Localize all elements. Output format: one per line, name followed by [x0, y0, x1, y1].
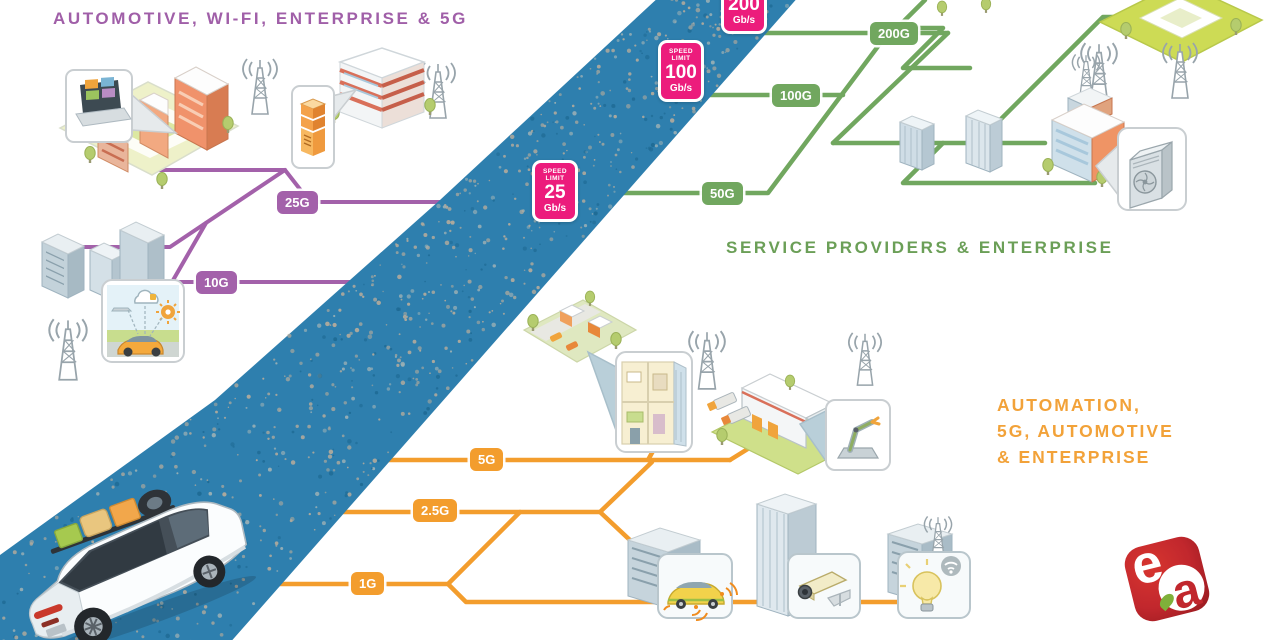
callout-pointer	[588, 352, 618, 436]
sign-value: 100	[661, 63, 701, 83]
section-title-automation: AUTOMATION, 5G, AUTOMOTIVE & ENTERPRISE	[997, 392, 1174, 470]
ea-logo-letter-a: a	[1167, 561, 1206, 621]
branch-label-1g: 1G	[351, 572, 384, 595]
neighborhood-icon	[524, 291, 636, 362]
branch-label-25g: 25G	[277, 191, 318, 214]
sign-word-speed: SPEED	[535, 168, 575, 176]
section-title-service-providers: SERVICE PROVIDERS & ENTERPRISE	[726, 238, 1114, 258]
automation-title-line2: 5G, AUTOMOTIVE	[997, 418, 1174, 444]
server-rack-callout	[292, 86, 334, 168]
speed-limit-sign-200: SPEED LIMIT 200 Gb/s	[721, 0, 767, 34]
branch-label-2-5g: 2.5G	[413, 499, 457, 522]
robot-arm-callout	[826, 400, 890, 470]
branch-label-5g: 5G	[470, 448, 503, 471]
sign-word-speed: SPEED	[661, 48, 701, 56]
section-title-automotive: AUTOMOTIVE, WI-FI, ENTERPRISE & 5G	[53, 9, 468, 29]
speed-limit-sign-25: SPEED LIMIT 25 Gb/s	[532, 160, 578, 222]
sign-value: 25	[535, 183, 575, 203]
smart-bulb-callout	[898, 552, 970, 618]
automation-title-line3: & ENTERPRISE	[997, 444, 1174, 470]
server-rack-icon	[301, 99, 325, 156]
automation-title-line1: AUTOMATION,	[997, 392, 1174, 418]
enterprise-rack-scene	[243, 48, 455, 168]
ea-logo-letter-e: e	[1125, 531, 1169, 598]
sign-unit: Gb/s	[535, 203, 575, 215]
automation-scene	[524, 291, 970, 620]
smart-home-icon	[622, 362, 686, 446]
laptop-callout	[66, 70, 132, 142]
branch-label-50g: 50G	[702, 182, 743, 205]
sign-value: 200	[724, 0, 764, 15]
smart-home-callout	[616, 352, 692, 452]
branch-label-200g: 200G	[870, 22, 918, 45]
service-provider-scene	[900, 0, 1262, 210]
speed-limit-sign-100: SPEED LIMIT 100 Gb/s	[658, 40, 704, 102]
branch-label-100g: 100G	[772, 84, 820, 107]
connected-car-callout	[102, 280, 184, 362]
sensor-car-callout	[658, 554, 737, 620]
sign-unit: Gb/s	[724, 15, 764, 27]
sign-unit: Gb/s	[661, 83, 701, 95]
branch-label-10g: 10G	[196, 271, 237, 294]
enterprise-building-icon	[340, 48, 424, 128]
cctv-callout	[788, 554, 860, 618]
hvac-callout	[1118, 128, 1186, 210]
